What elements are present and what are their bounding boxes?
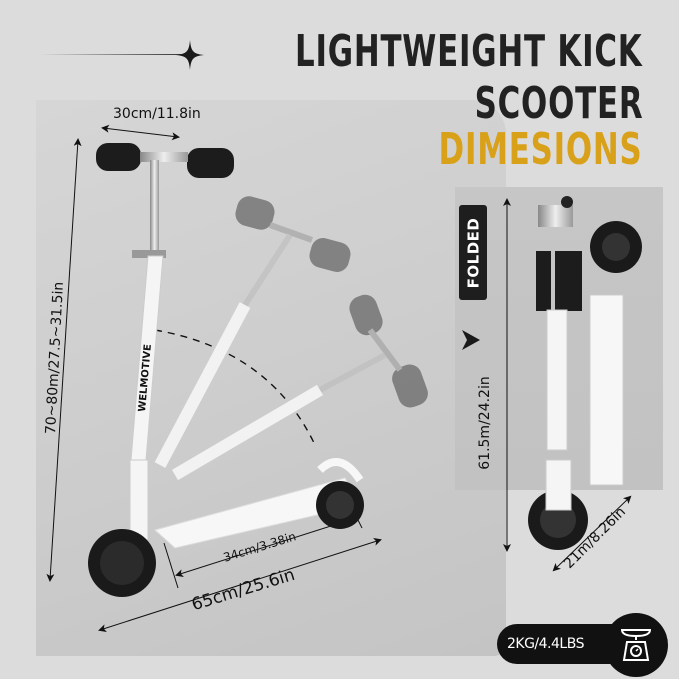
folded-scooter	[528, 196, 642, 550]
decorative-line	[40, 54, 185, 55]
title-line-3: DIMESIONS	[438, 124, 643, 175]
title-line-1: LIGHTWEIGHT KICK	[295, 26, 643, 77]
folded-width-arrow	[552, 495, 632, 572]
scale-icon	[604, 613, 668, 677]
main-scooter: WELMOTIVE	[88, 143, 364, 597]
title-line-2: SCOOTER	[474, 78, 643, 129]
weight-label: 2KG/4.4LBS	[507, 636, 584, 652]
folded-height-label: 61.5m/24.2in	[477, 376, 493, 470]
chevron-right-arrow-icon	[462, 330, 480, 350]
folded-badge-label: FOLDED	[464, 217, 482, 288]
height-arrow	[46, 138, 82, 582]
ghost-handlebar-2	[318, 294, 428, 408]
total-length-arrow	[98, 538, 382, 632]
handlebar-width-arrow	[101, 124, 180, 141]
four-point-star-icon	[176, 40, 204, 70]
folded-badge: FOLDED	[459, 205, 487, 300]
handlebar-width-label: 30cm/11.8in	[113, 106, 201, 122]
ghost-handlebar-1	[235, 196, 351, 307]
